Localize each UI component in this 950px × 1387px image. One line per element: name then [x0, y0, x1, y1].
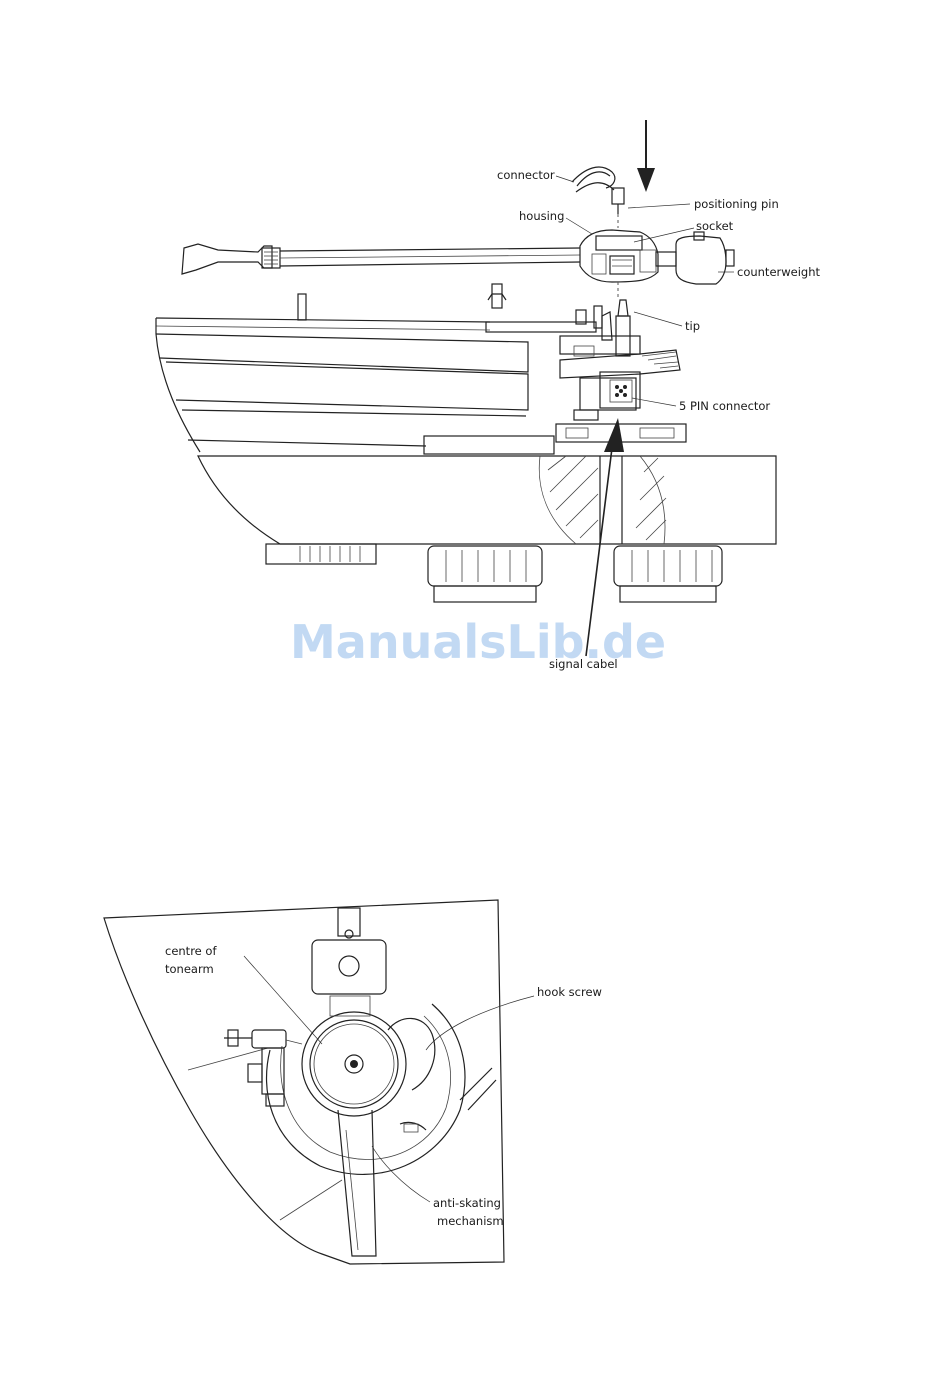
label-housing: housing [519, 209, 564, 223]
label-socket: socket [696, 219, 734, 233]
label-tip: tip [685, 319, 700, 333]
tonearm-base [556, 336, 686, 442]
arm-housing [580, 230, 658, 300]
watermark: ManualsLib.de [290, 615, 666, 669]
label-counterweight: counterweight [737, 265, 821, 279]
label-centre-of-tonearm-line2: tonearm [165, 962, 214, 976]
label-hook-screw: hook screw [537, 985, 602, 999]
counterweight-part [656, 232, 734, 284]
arm-rest [486, 284, 596, 332]
label-centre-of-tonearm-line1: centre of [165, 944, 217, 958]
label-positioning-pin: positioning pin [694, 197, 779, 211]
figure-tonearm-top-view: centre of tonearm hook screw anti-skatin… [104, 900, 602, 1264]
connector-part [572, 167, 624, 228]
label-anti-skating-line1: anti-skating [433, 1196, 501, 1210]
platter [156, 294, 554, 454]
insertion-arrow [637, 120, 655, 192]
label-anti-skating-line2: mechanism [437, 1214, 504, 1228]
label-connector: connector [497, 168, 555, 182]
tip-pillar [594, 300, 630, 356]
plinth [198, 456, 776, 544]
label-5-pin-connector: 5 PIN connector [679, 399, 770, 413]
feet [266, 544, 722, 602]
tonearm-tube [182, 244, 580, 274]
figure-tonearm-assembly: connector positioning pin housing socket… [156, 120, 821, 671]
